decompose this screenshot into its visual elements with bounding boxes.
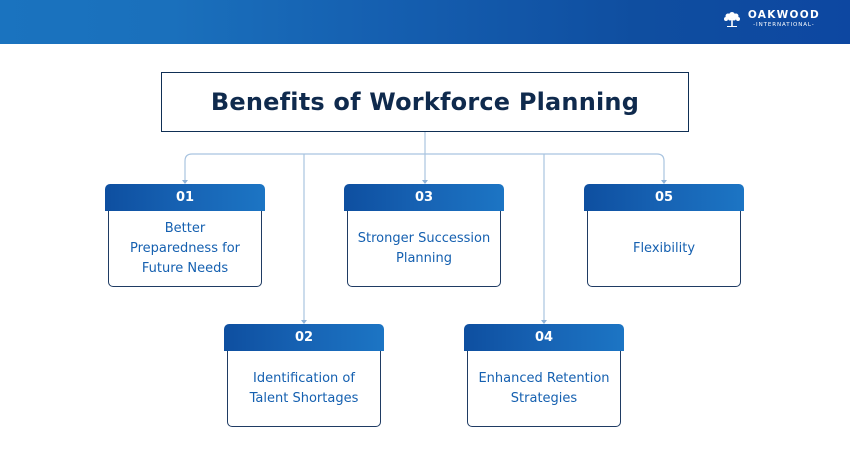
card-label-line: Flexibility: [632, 240, 696, 256]
header-bar: OAKWOOD -INTERNATIONAL-: [0, 0, 850, 44]
card-label-line: Stronger Succession: [357, 230, 491, 246]
card-label: Better Preparedness for Future Needs: [108, 211, 262, 287]
brand-name: OAKWOOD: [747, 9, 820, 21]
diagram-title-box: Benefits of Workforce Planning: [161, 72, 689, 132]
card-number: 05: [584, 184, 744, 211]
card-number: 03: [344, 184, 504, 211]
card-label-line: Strategies: [510, 390, 578, 406]
card-label: Stronger Succession Planning: [347, 211, 501, 287]
brand-logo[interactable]: OAKWOOD -INTERNATIONAL-: [722, 9, 820, 29]
card-label-line: Identification of: [253, 370, 355, 386]
card-label: Flexibility: [587, 211, 741, 287]
card-label-line: Better: [164, 220, 206, 236]
card-number: 01: [105, 184, 265, 211]
benefit-card-03: 03 Stronger Succession Planning: [344, 184, 504, 287]
card-label-line: Preparedness for: [130, 240, 240, 256]
diagram-title: Benefits of Workforce Planning: [210, 88, 640, 116]
benefit-card-01: 01 Better Preparedness for Future Needs: [105, 184, 265, 287]
card-label-line: Future Needs: [141, 260, 229, 276]
benefit-card-05: 05 Flexibility: [584, 184, 744, 287]
benefit-card-02: 02 Identification of Talent Shortages: [224, 324, 384, 427]
card-label: Identification of Talent Shortages: [227, 351, 381, 427]
card-label-line: Planning: [396, 250, 452, 266]
benefit-card-04: 04 Enhanced Retention Strategies: [464, 324, 624, 427]
card-label: Enhanced Retention Strategies: [467, 351, 621, 427]
card-label-line: Talent Shortages: [249, 390, 359, 406]
brand-subtitle: -INTERNATIONAL-: [753, 21, 815, 28]
card-label-line: Enhanced Retention: [478, 370, 610, 386]
tree-icon: [723, 12, 740, 27]
card-number: 04: [464, 324, 624, 351]
card-number: 02: [224, 324, 384, 351]
